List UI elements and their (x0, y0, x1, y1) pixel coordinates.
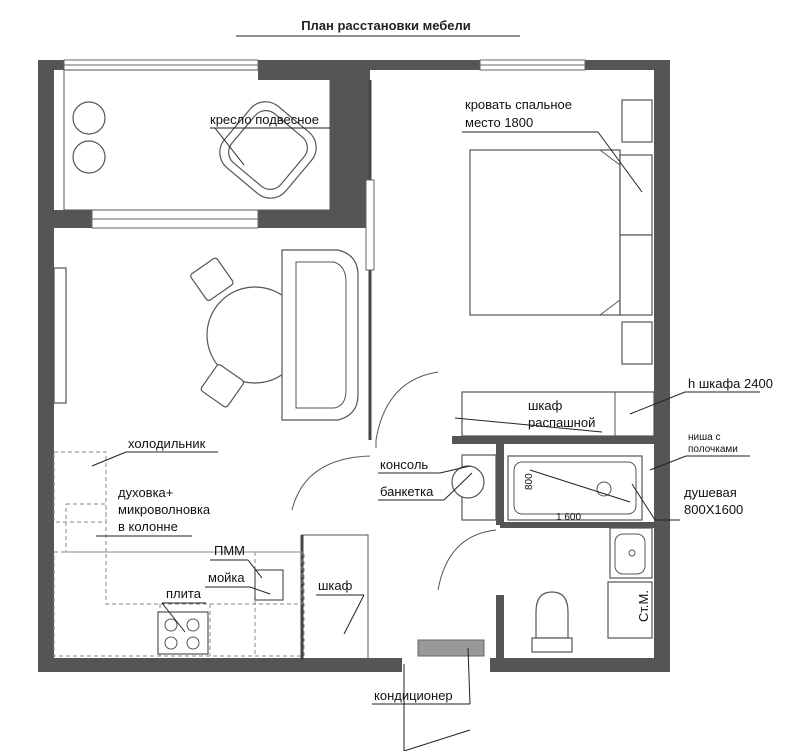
fridge-outline (53, 451, 107, 523)
round-pouf-top (72, 101, 106, 135)
sofa (281, 249, 359, 421)
dining-area (53, 249, 359, 421)
label-bed-1: кровать спальное (465, 97, 572, 112)
kitchen-cabinets (53, 451, 305, 657)
plan-title: План расстановки мебели (301, 18, 471, 33)
shower-dim-width: 1 600 (556, 512, 581, 523)
bed (469, 149, 621, 316)
label-wardrobe-1: шкаф (528, 398, 563, 413)
bath-door-swing (437, 529, 497, 591)
loggia-furniture (72, 101, 317, 199)
round-pouf-bottom (72, 140, 106, 174)
dining-chair-top (190, 257, 234, 302)
riser-box (607, 581, 653, 639)
label-stove: плита (166, 586, 202, 601)
label-dishwasher: ПММ (214, 543, 245, 558)
label-oven-1: духовка+ (118, 485, 173, 500)
pillow-top (619, 154, 653, 236)
label-bed-2: место 1800 (465, 115, 533, 130)
label-fridge: холодильник (128, 436, 206, 451)
label-oven-2: микроволновка (118, 502, 211, 517)
label-oven-3: в колонне (118, 519, 178, 534)
label-air-conditioner: кондиционер (374, 688, 453, 703)
oven-column (65, 503, 107, 553)
label-niche-1: ниша с (688, 432, 720, 443)
shower-tray (507, 455, 643, 521)
hob (157, 611, 209, 655)
bedroom-door (375, 371, 439, 448)
air-conditioner-unit (417, 639, 485, 657)
label-wardrobe-height: h шкафа 2400 (688, 376, 773, 391)
label-cabinet: шкаф (318, 578, 353, 593)
bedroom-furniture (461, 99, 655, 437)
label-bench: банкетка (380, 484, 434, 499)
toilet (535, 591, 569, 639)
base-cabinets (53, 551, 305, 657)
label-shower-1: душевая (684, 485, 737, 500)
dining-chair-bottom (200, 364, 245, 408)
label-riser: Ст.М. (636, 590, 651, 622)
label-console: консоль (380, 457, 428, 472)
label-shower-2: 800X1600 (684, 502, 743, 517)
pillow-bottom (619, 234, 653, 316)
hanging-chair (219, 101, 317, 199)
shower-dim-height: 800 (524, 473, 535, 490)
label-niche-2: полочками (688, 444, 738, 455)
bathroom-fixtures (507, 455, 653, 653)
bench (451, 465, 485, 499)
wardrobe (461, 391, 655, 437)
label-sink: мойка (208, 570, 245, 585)
nightstand-bottom (621, 321, 653, 365)
hall-door-swing (291, 455, 371, 511)
label-chair: кресло подвесное (210, 112, 319, 127)
tv-unit (53, 267, 67, 404)
nightstand-top (621, 99, 653, 143)
walls (38, 60, 670, 672)
partitions (63, 69, 662, 665)
